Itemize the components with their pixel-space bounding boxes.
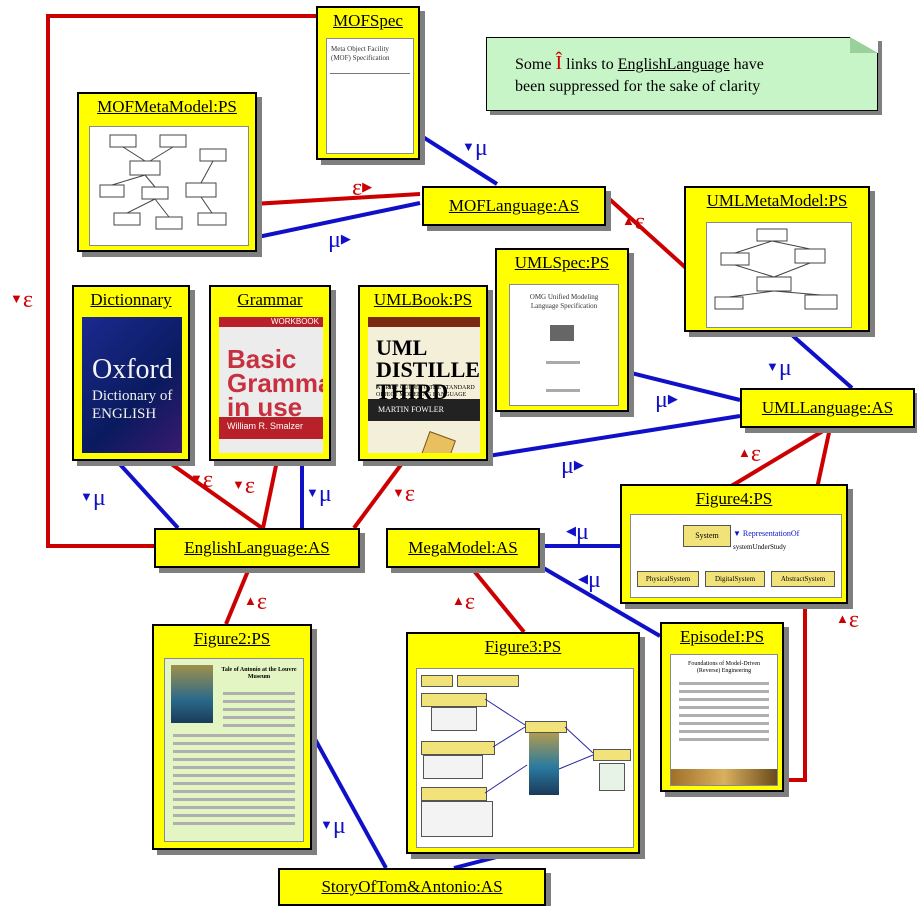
node-title: UMLMetaModel:PS (706, 191, 848, 210)
node-title: StoryOfTom&Antonio:AS (321, 877, 503, 896)
mu-label: ◀μ (578, 567, 601, 593)
node-title: EpisodeI:PS (679, 627, 765, 646)
node-moflanguage[interactable]: MOFLanguage:AS (422, 186, 606, 226)
node-mofspec[interactable]: MOFSpec Meta Object Facility (MOF) Speci… (316, 6, 420, 160)
node-umllanguage[interactable]: UMLLanguage:AS (740, 388, 915, 428)
node-title: Figure3:PS (484, 637, 562, 656)
node-umlspec[interactable]: UMLSpec:PS OMG Unified Modeling Language… (495, 248, 629, 412)
umlbook-cover: UML DISTILLED THIRD EDITION A BRIEF GUID… (368, 317, 480, 453)
epsilon-label: ε▶ (352, 175, 373, 201)
umlmetamodel-diagram (706, 222, 852, 328)
node-title: MOFLanguage:AS (448, 196, 580, 215)
epsilon-line-english-figure2 (224, 565, 252, 625)
mu-line-episode-megamodel (538, 564, 662, 638)
node-figure4[interactable]: Figure4:PS System ▼ RepresentationOf sys… (620, 484, 848, 604)
grammar-cover: WORKBOOK Basic Grammar in use William R.… (219, 317, 323, 453)
node-title: UMLLanguage:AS (761, 398, 894, 417)
node-title: Grammar (237, 290, 303, 309)
node-mofmetamodel[interactable]: MOFMetaModel:PS (77, 92, 257, 252)
node-title: MOFSpec (333, 11, 403, 30)
mu-label: ▼μ (462, 135, 488, 161)
node-grammar[interactable]: Grammar WORKBOOK Basic Grammar in use Wi… (209, 285, 331, 461)
node-episode[interactable]: EpisodeI:PS Foundations of Model-Driven … (660, 622, 784, 792)
mu-label: ▼μ (80, 485, 106, 511)
note-line-2: been suppressed for the sake of clarity (515, 78, 761, 95)
mofmetamodel-diagram (89, 126, 249, 246)
mu-line-mofmetamodel-moflanguage (252, 201, 421, 240)
epsilon-line-english-to-mofspec (46, 14, 318, 548)
mu-label: μ▶ (328, 227, 351, 253)
node-story[interactable]: StoryOfTom&Antonio:AS (278, 868, 546, 906)
mu-label: ▼μ (320, 813, 346, 839)
node-title: UMLSpec:PS (514, 253, 610, 272)
mu-line-umlmetamodel-umllanguage (782, 326, 854, 390)
node-title: Figure4:PS (695, 489, 773, 508)
node-umlmetamodel[interactable]: UMLMetaModel:PS (684, 186, 870, 332)
epsilon-line-dictionnary-english (158, 454, 264, 530)
epsilon-line-megamodel-figure3 (468, 564, 526, 634)
mu-line-figure2-story (308, 729, 388, 869)
note-symbol: Î (555, 52, 563, 74)
node-title: Figure2:PS (193, 629, 271, 648)
figure2-story-page: Tale of Antonio at the Louvre Museum (164, 658, 304, 842)
epsilon-line-umlbook-english (352, 456, 408, 530)
epsilon-label: ▲ε (622, 209, 645, 235)
node-englishlanguage[interactable]: EnglishLanguage:AS (154, 528, 360, 568)
mu-label: μ▶ (655, 387, 678, 413)
epsilon-line-mofmetamodel-moflanguage (252, 192, 421, 206)
epsilon-label: ▲ε (836, 607, 859, 633)
mu-line-umlspec-umllanguage (626, 370, 741, 402)
mu-label: ◀μ (566, 519, 589, 545)
epsilon-line-figure4-umllanguage (726, 426, 830, 490)
note-line-1: Some Î links to EnglishLanguage have (515, 52, 764, 74)
oxford-cover: Oxford Dictionary of ENGLISH (82, 317, 182, 453)
mu-label: μ▶ (561, 453, 584, 479)
epsilon-line-moflanguage-umlmetamodel (604, 194, 688, 270)
episode-document: Foundations of Model-Driven (Reverse) En… (670, 654, 778, 786)
figure4-diagram: System ▼ RepresentationOf systemUnderStu… (630, 514, 842, 598)
epsilon-label: ▼ε (190, 467, 213, 493)
mu-line-dictionnary-english (114, 458, 180, 530)
mofspec-document: Meta Object Facility (MOF) Specification (326, 38, 414, 154)
node-figure3[interactable]: Figure3:PS (406, 632, 640, 854)
node-title: UMLBook:PS (373, 290, 473, 309)
node-title: MegaModel:AS (408, 538, 518, 557)
epsilon-label: ▲ε (244, 589, 267, 615)
epsilon-line-grammar-english (261, 455, 280, 529)
epsilon-label: ▲ε (738, 441, 761, 467)
node-umlbook[interactable]: UMLBook:PS UML DISTILLED THIRD EDITION A… (358, 285, 488, 461)
suppressed-links-note: Some Î links to EnglishLanguage have bee… (486, 37, 878, 111)
mu-label: ▼μ (306, 481, 332, 507)
node-dictionnary[interactable]: Dictionnary Oxford Dictionary of ENGLISH (72, 285, 190, 461)
epsilon-label: ▼ε (232, 473, 255, 499)
epsilon-label: ▲ε (452, 589, 475, 615)
node-title: Dictionnary (90, 290, 172, 309)
node-figure2[interactable]: Figure2:PS Tale of Antonio at the Louvre… (152, 624, 312, 850)
note-link: EnglishLanguage (617, 56, 730, 73)
figure3-megamodel-diagram (416, 668, 634, 848)
note-fold (850, 37, 878, 53)
node-title: EnglishLanguage:AS (184, 538, 330, 557)
epsilon-label: ▼ε (10, 287, 33, 313)
umlspec-document: OMG Unified Modeling Language Specificat… (509, 284, 619, 406)
epsilon-label: ▼ε (392, 481, 415, 507)
mu-line-figure3-story (453, 850, 517, 870)
node-megamodel[interactable]: MegaModel:AS (386, 528, 540, 568)
mu-line-umlbook-umllanguage (487, 414, 741, 458)
node-title: MOFMetaModel:PS (97, 97, 237, 116)
mu-label: ▼μ (766, 355, 792, 381)
